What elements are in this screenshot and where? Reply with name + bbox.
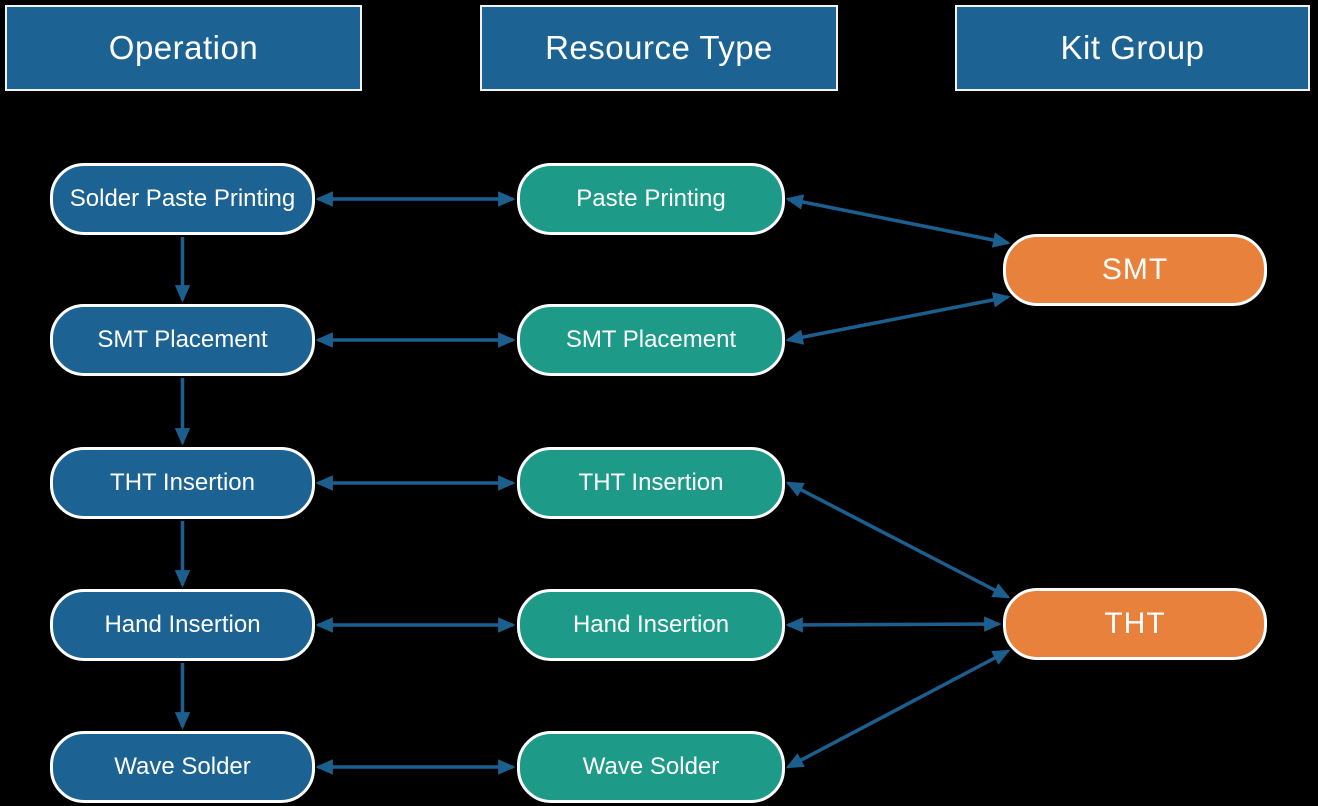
node-operation-tht-insertion: THT Insertion [50, 447, 315, 519]
node-resource-hand-insertion: Hand Insertion [517, 589, 785, 661]
node-resource-smt-placement: SMT Placement [517, 304, 785, 376]
node-resource-wave-solder: Wave Solder [517, 731, 785, 803]
node-label: Hand Insertion [104, 611, 261, 638]
node-resource-tht-insertion: THT Insertion [517, 447, 785, 519]
node-label: Solder Paste Printing [69, 185, 296, 212]
column-header-operation-label: Operation [108, 29, 259, 66]
edge-res-paste-printing--kit-smt [785, 194, 1011, 248]
edge-res-smt-placement--kit-smt [785, 292, 1011, 345]
node-label: Paste Printing [576, 185, 726, 212]
node-label: Wave Solder [114, 753, 251, 780]
node-label: SMT [1101, 253, 1169, 286]
node-label: THT Insertion [578, 469, 724, 496]
node-label: Hand Insertion [572, 611, 730, 638]
column-header-resource-type: Resource Type [480, 5, 838, 91]
node-label: Wave Solder [582, 753, 720, 780]
node-label: THT Insertion [110, 469, 255, 496]
column-header-kit-group: Kit Group [955, 5, 1310, 91]
node-operation-wave-solder: Wave Solder [50, 731, 315, 803]
edge-res-hand-insertion--kit-tht [785, 616, 1002, 633]
node-kit-tht: THT [1003, 588, 1267, 660]
node-label: SMT Placement [97, 326, 268, 353]
node-resource-paste-printing: Paste Printing [517, 163, 785, 235]
column-header-operation: Operation [5, 5, 362, 91]
node-operation-smt-placement: SMT Placement [50, 304, 315, 376]
column-header-resource-type-label: Resource Type [545, 29, 773, 66]
edge-res-tht-insertion--kit-tht [785, 481, 1011, 599]
node-operation-hand-insertion: Hand Insertion [50, 589, 315, 661]
node-label: SMT Placement [565, 326, 737, 353]
edge-res-wave-solder--kit-tht [785, 649, 1011, 769]
node-kit-smt: SMT [1003, 234, 1267, 306]
node-operation-solder-paste-printing: Solder Paste Printing [50, 163, 315, 235]
column-header-kit-group-label: Kit Group [1060, 29, 1205, 66]
node-label: THT [1104, 607, 1166, 640]
